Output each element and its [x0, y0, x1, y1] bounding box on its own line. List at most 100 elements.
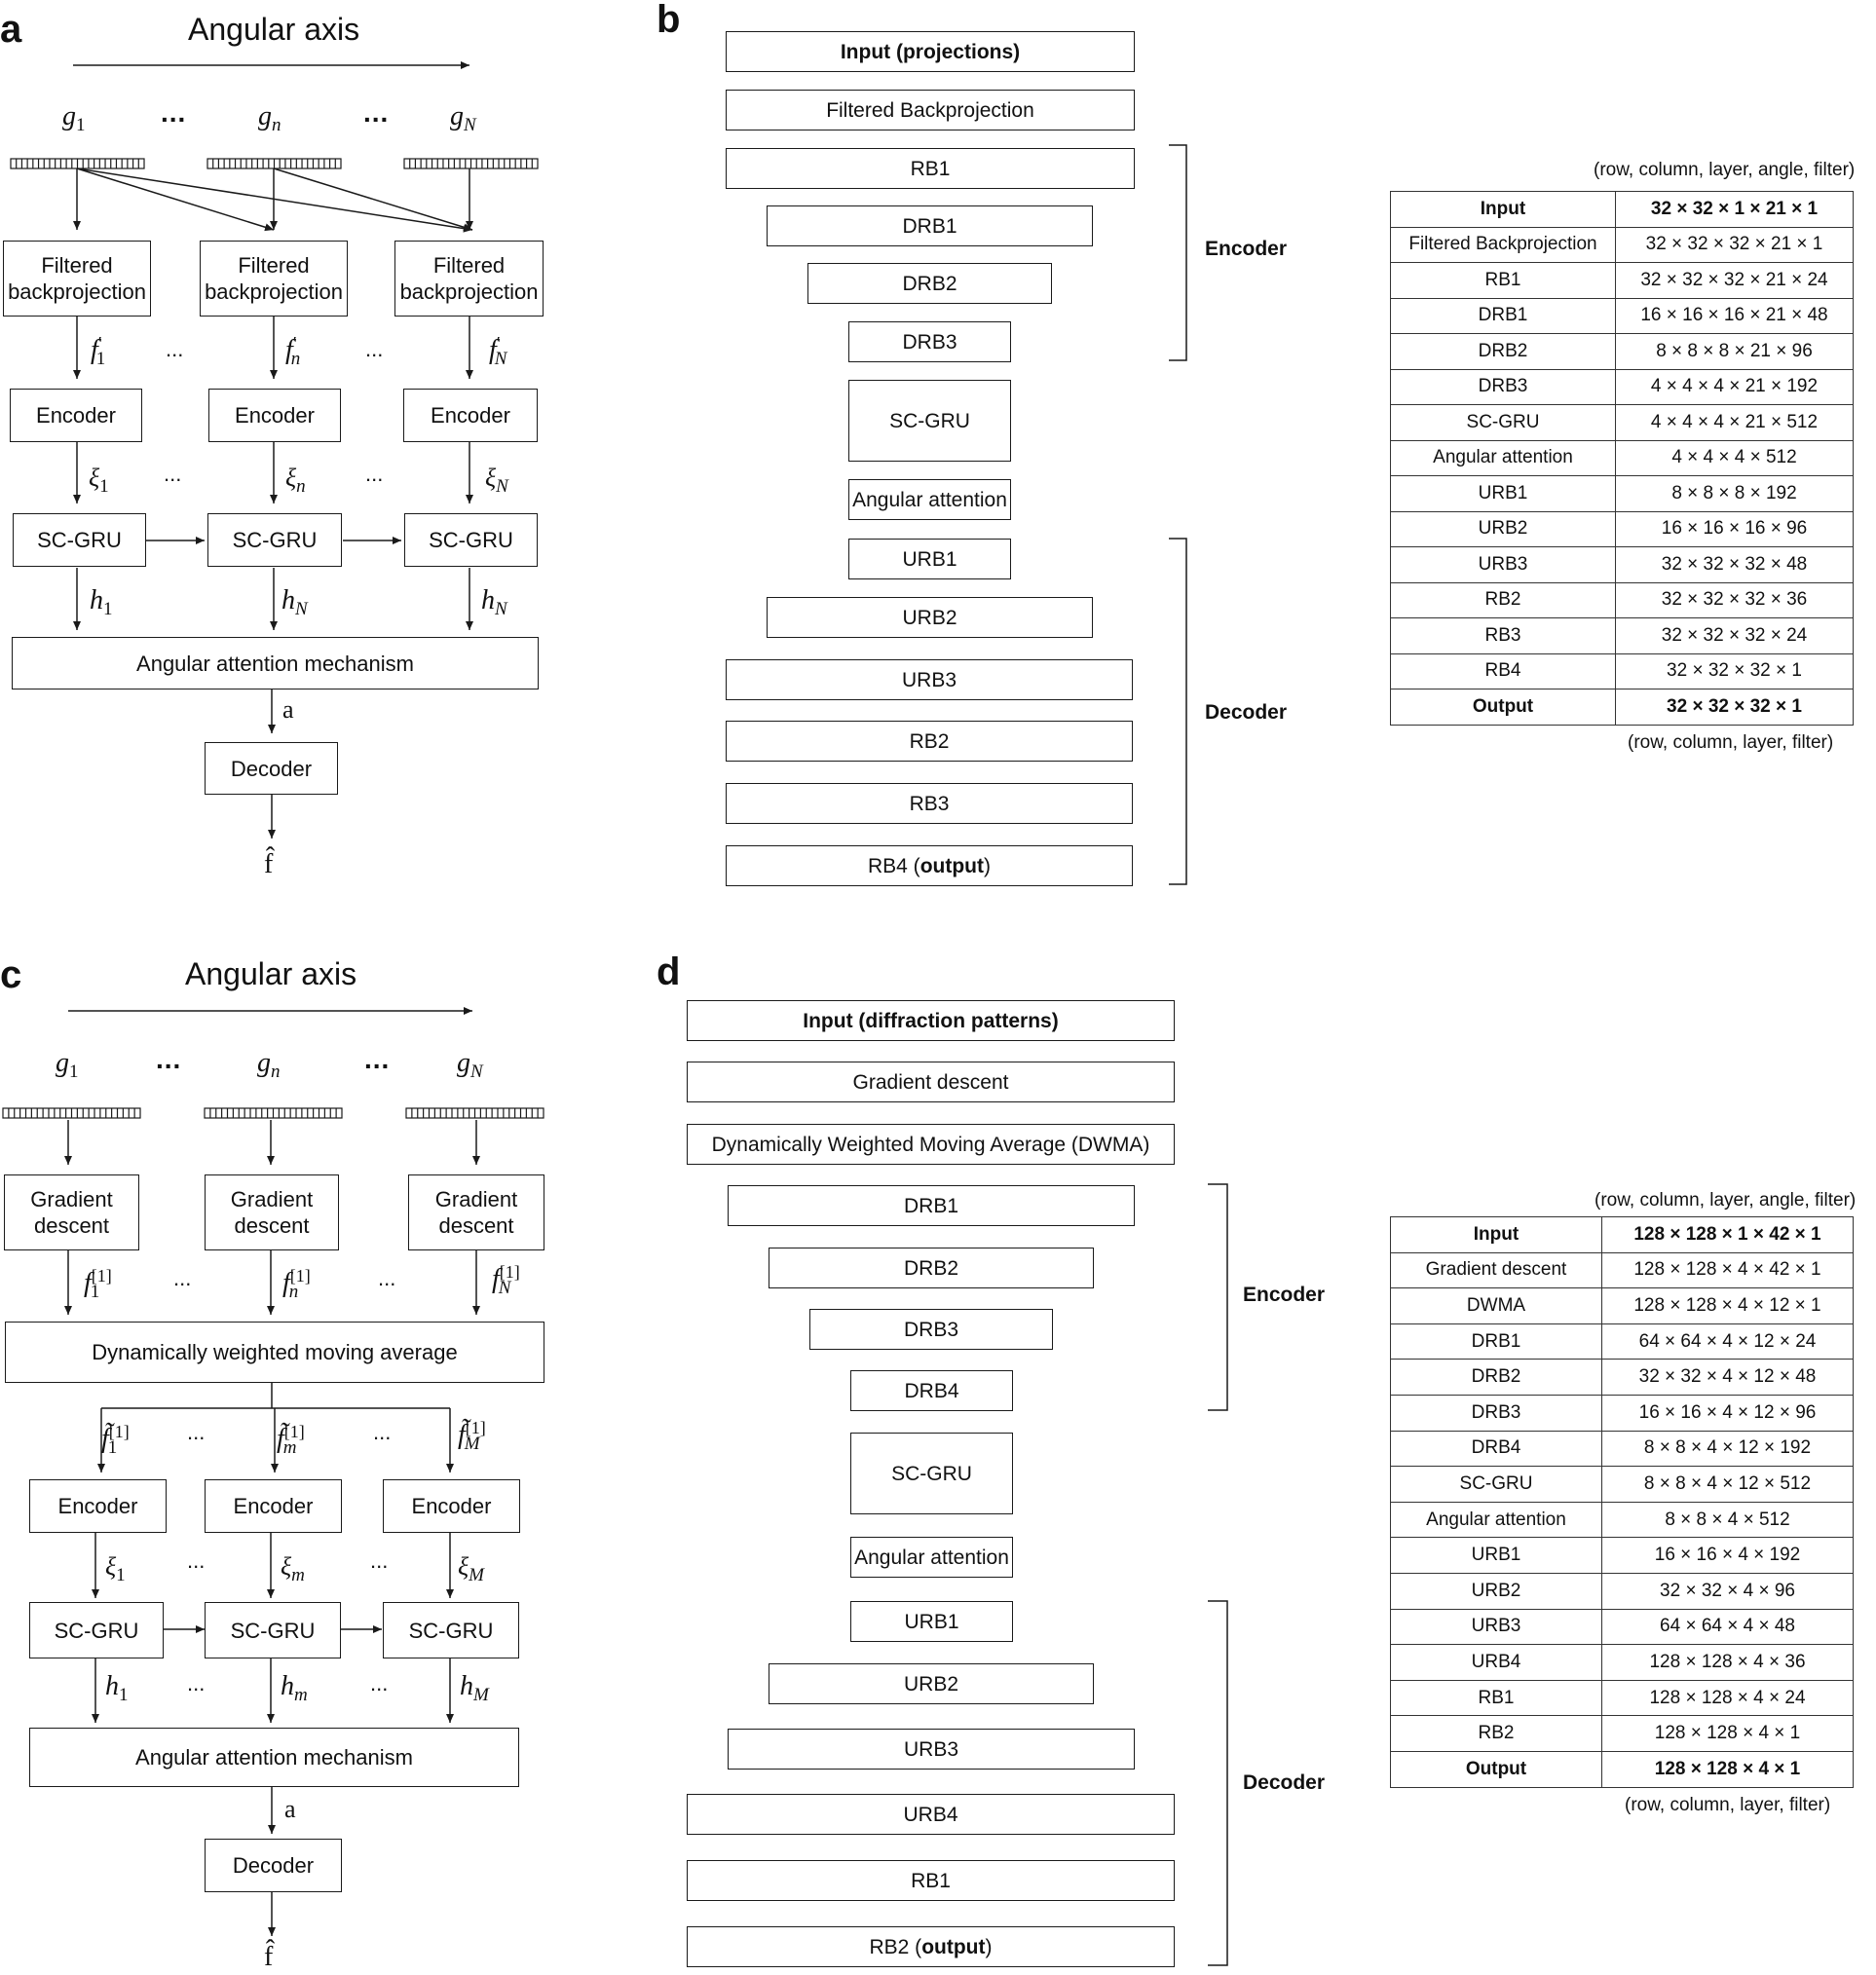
layer-name-cell: DRB2: [1390, 1359, 1602, 1396]
block-drb2-d: DRB2: [769, 1248, 1094, 1288]
block-drb3: DRB3: [848, 321, 1011, 362]
h-label-1: h1: [90, 585, 113, 619]
layer-name-cell: URB4: [1390, 1644, 1602, 1681]
table-caption-bottom-d: (row, column, layer, filter): [1625, 1795, 1831, 1815]
xi-label-1-c: ξ1: [105, 1552, 126, 1585]
dimension-cell: 32 × 32 × 32 × 21 × 1: [1615, 226, 1854, 263]
ellipsis: ...: [161, 97, 187, 128]
dimension-cell: 64 × 64 × 4 × 48: [1601, 1608, 1854, 1646]
block-filtered-backprojection: Filtered Backprojection: [726, 90, 1135, 130]
layer-name-cell: URB1: [1390, 1537, 1602, 1574]
sc-gru-box-c-M: SC-GRU: [383, 1602, 519, 1658]
block-urb3-d: URB3: [728, 1729, 1135, 1770]
encoder-box-a-N: Encoder: [403, 389, 538, 442]
decoder-group-label-d: Decoder: [1243, 1771, 1326, 1794]
block-drb1-d: DRB1: [728, 1185, 1135, 1226]
attention-output-c: a: [284, 1795, 296, 1823]
dimension-cell: 16 × 16 × 16 × 21 × 48: [1615, 297, 1854, 334]
angular-attention-mechanism-box-c: Angular attention mechanism: [29, 1728, 519, 1787]
layer-name-cell: DRB2: [1390, 333, 1616, 370]
dimension-cell: 8 × 8 × 4 × 12 × 192: [1601, 1430, 1854, 1468]
xi-label-m-c: ξm: [281, 1552, 305, 1585]
layer-name-cell: URB2: [1390, 510, 1616, 547]
dimension-cell: 16 × 16 × 4 × 12 × 96: [1601, 1394, 1854, 1432]
layer-name-cell: SC-GRU: [1390, 1466, 1602, 1503]
h-label-M-c: hM: [460, 1671, 489, 1705]
layer-name-cell: Filtered Backprojection: [1390, 226, 1616, 263]
f1-label-n: f[1]n: [282, 1266, 311, 1302]
dimension-cell: 32 × 32 × 32 × 24: [1615, 617, 1854, 654]
block-sc-gru-d: SC-GRU: [850, 1433, 1013, 1514]
xi-label-n: ξn: [285, 464, 306, 497]
f-tilde-label-m: f̃[1]m: [277, 1422, 305, 1458]
dimension-cell: 16 × 16 × 4 × 192: [1601, 1537, 1854, 1574]
layer-name-cell: Angular attention: [1390, 1501, 1602, 1539]
sc-gru-box-c-1: SC-GRU: [29, 1602, 164, 1658]
block-urb2-d: URB2: [769, 1663, 1094, 1704]
encoder-box-a-n: Encoder: [208, 389, 341, 442]
layer-name-cell: URB3: [1390, 1608, 1602, 1646]
layer-name-cell: RB2: [1390, 1715, 1602, 1752]
g-label-n: gn: [258, 101, 281, 135]
layer-name-cell: DRB1: [1390, 1323, 1602, 1360]
f1-label-N: f[1]N: [492, 1262, 520, 1298]
dimension-cell: 128 × 128 × 4 × 1: [1601, 1750, 1854, 1788]
f1-label-1: f[1]1: [84, 1266, 112, 1302]
ellipsis: ...: [187, 1420, 206, 1444]
xi-label-M-c: ξM: [458, 1552, 484, 1585]
h-label-m-c: hm: [281, 1671, 308, 1705]
block-urb1: URB1: [848, 539, 1011, 579]
block-urb1-d: URB1: [850, 1601, 1013, 1642]
block-input-projections: Input (projections): [726, 31, 1135, 72]
filtered-backprojection-box-N: Filtered backprojection: [394, 241, 544, 317]
block-drb3-d: DRB3: [809, 1309, 1053, 1350]
attention-output-a: a: [282, 695, 294, 724]
f-tilde-label-1: f̃[1]1: [101, 1422, 130, 1458]
table-caption-top-d: (row, column, layer, angle, filter): [1595, 1190, 1857, 1211]
f-prime-label-1: f′1: [91, 333, 106, 369]
gradient-descent-box-n: Gradient descent: [205, 1174, 339, 1250]
dimension-cell: 128 × 128 × 4 × 1: [1601, 1715, 1854, 1752]
layer-name-cell: DRB4: [1390, 1430, 1602, 1468]
layer-name-cell: Output: [1390, 1750, 1602, 1788]
ellipsis: ...: [156, 1044, 182, 1074]
ellipsis: ...: [364, 1044, 391, 1074]
dimension-cell: 32 × 32 × 32 × 21 × 24: [1615, 262, 1854, 299]
dimension-cell: 128 × 128 × 4 × 36: [1601, 1644, 1854, 1681]
sc-gru-box-a-n: SC-GRU: [207, 513, 342, 567]
block-drb2: DRB2: [807, 263, 1052, 304]
dimension-cell: 16 × 16 × 16 × 96: [1615, 510, 1854, 547]
g-label-n-c: gn: [257, 1048, 281, 1082]
encoder-box-c-M: Encoder: [383, 1479, 520, 1533]
decoder-box-a: Decoder: [205, 742, 338, 795]
dimension-cell: 32 × 32 × 32 × 1: [1615, 652, 1854, 689]
block-rb3: RB3: [726, 783, 1133, 824]
block-rb1: RB1: [726, 148, 1135, 189]
dimension-cell: 32 × 32 × 32 × 1: [1615, 689, 1854, 726]
angular-axis-title-c: Angular axis: [185, 956, 357, 991]
ellipsis: ...: [187, 1548, 206, 1573]
dimension-cell: 8 × 8 × 4 × 512: [1601, 1501, 1854, 1539]
decoder-box-c: Decoder: [205, 1839, 342, 1892]
block-rb2-output-d: RB2 (output): [687, 1926, 1175, 1967]
encoder-box-a-1: Encoder: [10, 389, 142, 442]
h-label-1-c: h1: [105, 1671, 129, 1705]
